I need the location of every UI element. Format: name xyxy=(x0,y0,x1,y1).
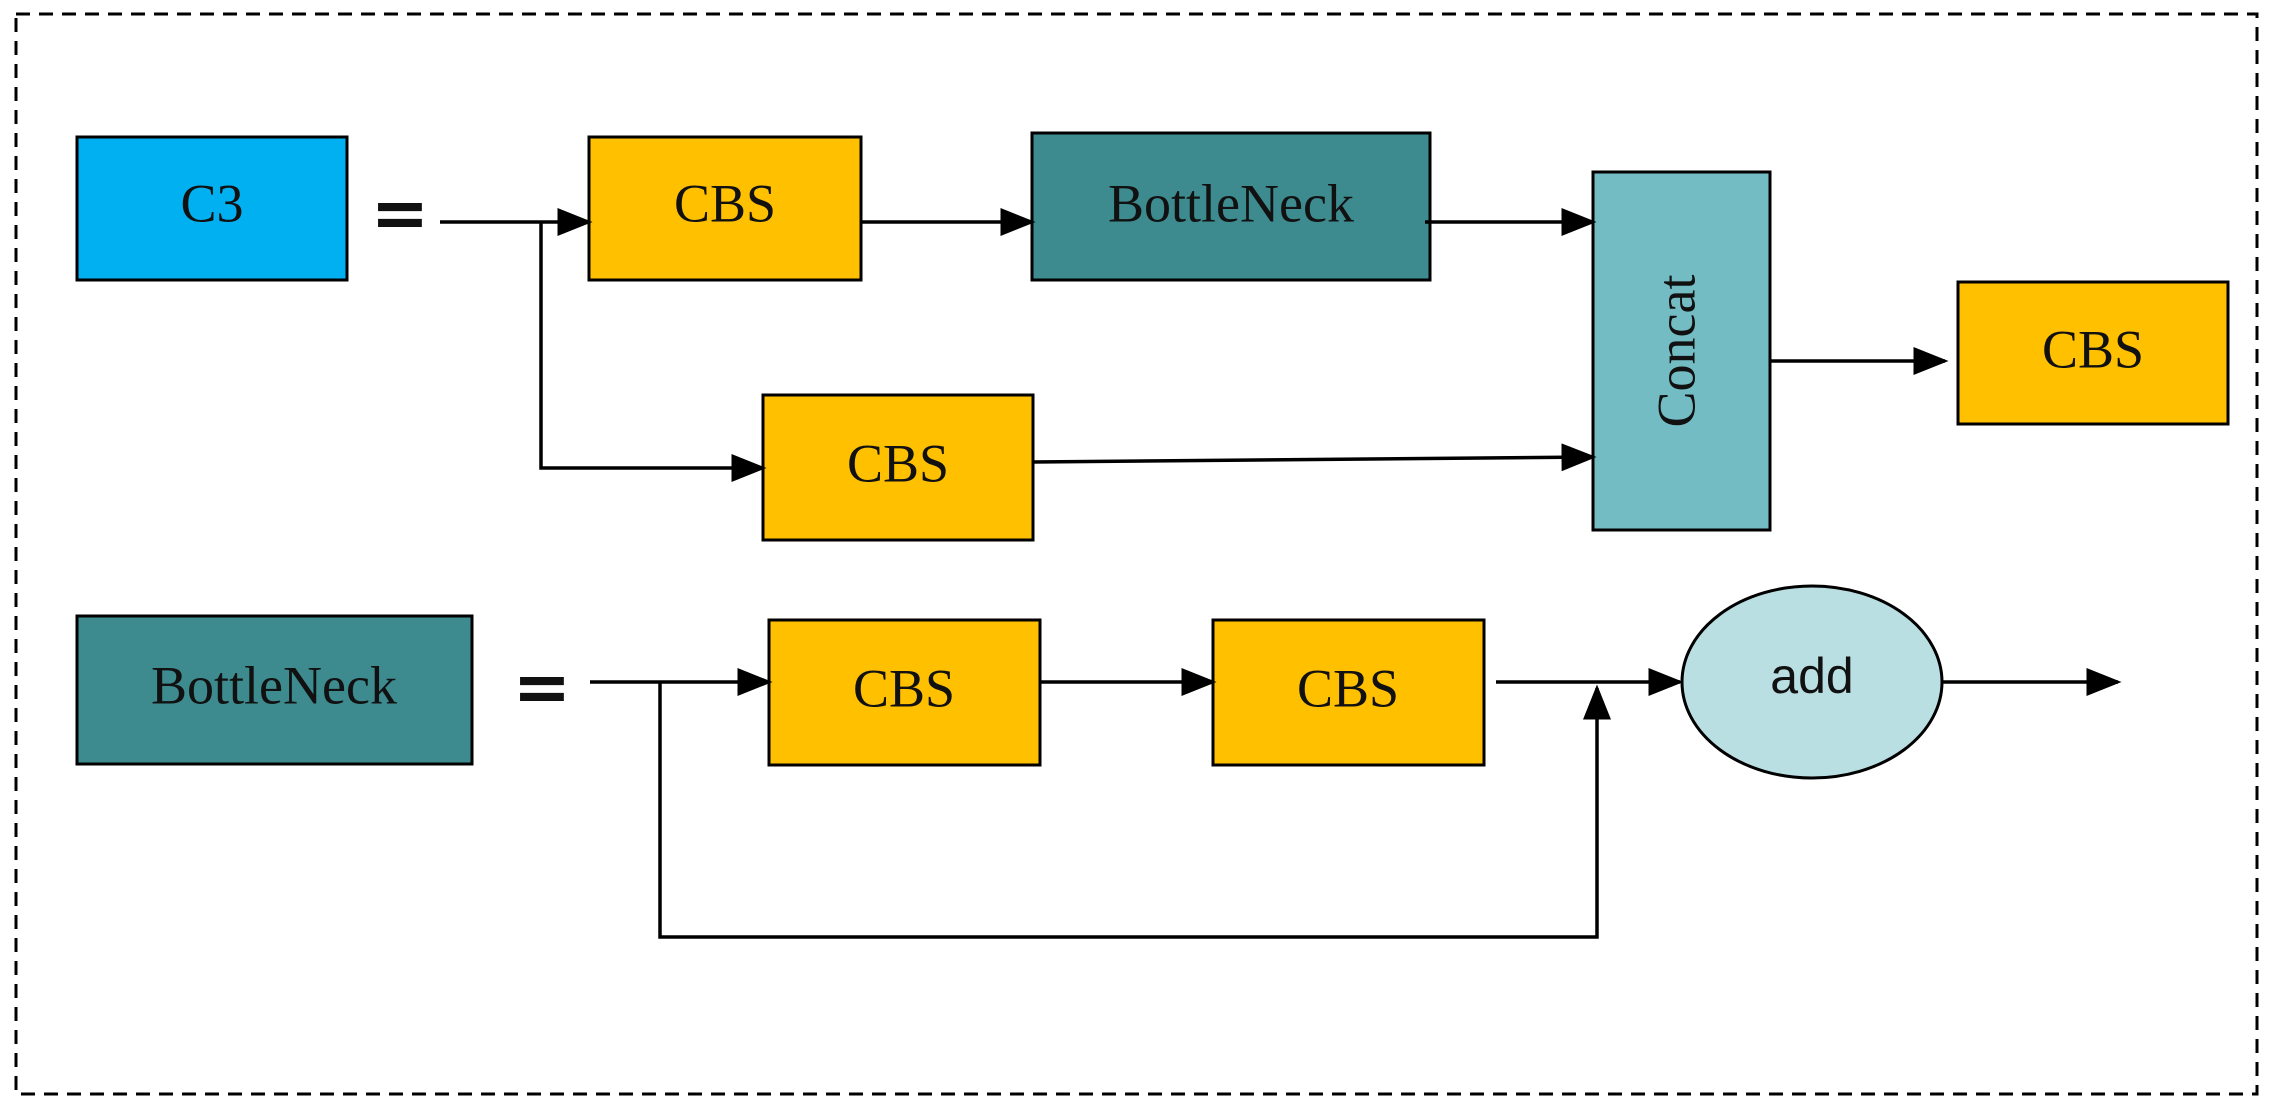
c3-bottleneck-rect xyxy=(1030,131,1432,282)
c3-cbs-bottom-label: CBS xyxy=(847,433,949,493)
bottleneck-diagram: BottleNeck = CBS CBS add xyxy=(75,584,2122,939)
c3-cbs-out-label: CBS xyxy=(2042,319,2144,379)
bn-lhs-label: BottleNeck xyxy=(151,655,397,715)
bn-cbs-first-box: CBS xyxy=(767,618,1042,767)
c3-concat-label: Concat xyxy=(1646,275,1706,428)
c3-box: C3 xyxy=(75,135,349,282)
c3-cbs-bottom-rect xyxy=(761,393,1035,542)
c3-cbs-out-rect xyxy=(1956,280,2230,426)
bn-lhs-rect xyxy=(75,614,474,766)
bn-cbs-second-box: CBS xyxy=(1211,618,1486,767)
c3-box-rect xyxy=(75,135,349,282)
c3-box-label: C3 xyxy=(180,173,243,233)
c3-cbs-top-box: CBS xyxy=(587,135,863,282)
c3-concat-box: Concat xyxy=(1591,170,1772,532)
c3-cbs-bottom-to-concat-arrow xyxy=(1032,443,1597,472)
c3-input-to-cbs-bottom-arrow xyxy=(539,222,767,482)
c3-cbs-top-rect xyxy=(587,135,863,282)
bn-cbs-second-rect xyxy=(1211,618,1486,767)
c3-cbs-top-label: CBS xyxy=(674,173,776,233)
c3-diagram: C3 = CBS BottleNeck CBS Concat CBS xyxy=(75,131,2230,542)
bn-cbs-first-rect xyxy=(767,618,1042,767)
bn-add-label: add xyxy=(1770,648,1853,704)
dashed-frame xyxy=(14,12,2259,1096)
c3-bottleneck-box: BottleNeck xyxy=(1030,131,1432,282)
c3-cbs-bottom-box: CBS xyxy=(761,393,1035,542)
bn-add-node: add xyxy=(1680,584,1944,780)
bn-cbs-second-label: CBS xyxy=(1297,658,1399,718)
bn-cbs-first-label: CBS xyxy=(853,658,955,718)
c3-equals-sign: = xyxy=(371,172,430,254)
c3-bottleneck-label: BottleNeck xyxy=(1108,173,1354,233)
bn-lhs-box: BottleNeck xyxy=(75,614,474,766)
c3-concat-rect xyxy=(1591,170,1772,532)
bn-equals-sign: = xyxy=(513,646,572,728)
c3-cbs-out-box: CBS xyxy=(1956,280,2230,426)
bn-residual-skip-arrow xyxy=(658,682,1611,939)
